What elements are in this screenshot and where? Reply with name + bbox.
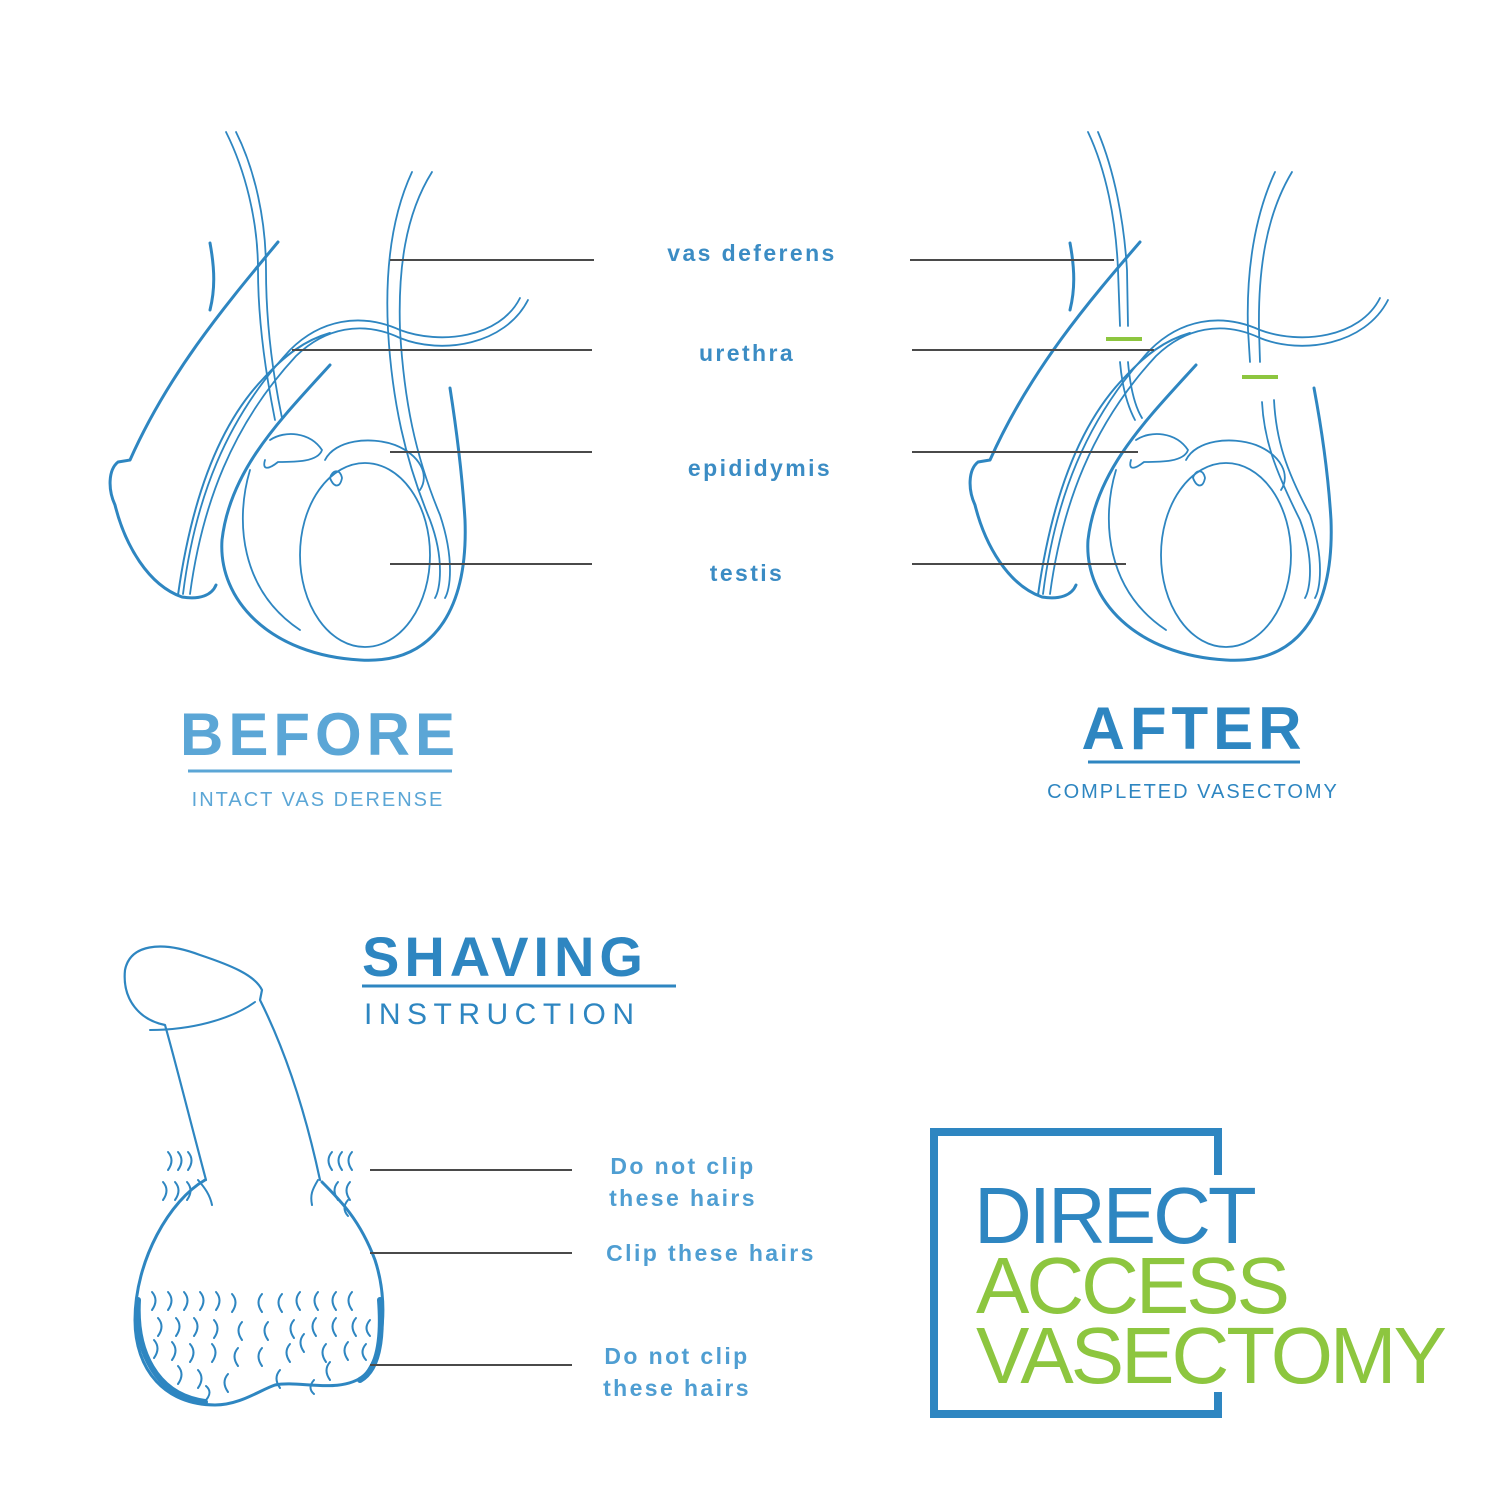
after-testis <box>1160 462 1292 648</box>
logo-line-direct: DIRECT <box>974 1171 1257 1260</box>
shaving-label-top: Do not clip these hairs <box>609 1150 757 1214</box>
after-testis-head <box>1192 470 1206 487</box>
after-vas-right-upper <box>1246 171 1276 363</box>
after-vas-left-upper-inner <box>1097 131 1129 327</box>
before-testis-head <box>329 470 343 487</box>
after-title: AFTER <box>1081 695 1307 762</box>
before-epididymis-left <box>263 433 323 469</box>
shaving-base-tuck <box>197 1179 319 1206</box>
logo-frame <box>930 1128 1222 1418</box>
label-vas-deferens: vas deferens <box>667 240 837 266</box>
after-epididymis <box>1185 439 1286 491</box>
shaving-diagram <box>123 945 385 1407</box>
before-subtitle: INTACT VAS DERENSE <box>191 789 445 811</box>
logo-line-vasectomy: VASECTOMY <box>976 1311 1447 1400</box>
shaving-leader-lines <box>370 1169 572 1366</box>
anatomy-leader-lines <box>292 259 1154 565</box>
shaving-label-bottom: Do not clip these hairs <box>603 1340 751 1404</box>
shaving-hair-strokes <box>151 1151 371 1401</box>
before-title: BEFORE <box>179 701 461 768</box>
after-vas-left-lower-inner <box>1127 361 1143 419</box>
before-urethra-inner <box>189 299 529 595</box>
after-urethra-inner <box>1049 299 1389 595</box>
label-epididymis: epididymis <box>687 455 833 481</box>
after-vas-left-upper <box>1087 131 1121 327</box>
shaving-penis-glans-line <box>149 1001 256 1031</box>
before-scrotum-left <box>241 469 301 631</box>
before-vas-left-inner <box>235 131 283 419</box>
shaving-label-top-line2: these hairs <box>609 1185 757 1211</box>
after-penis-inner <box>1037 332 1191 596</box>
shaving-label-middle: Clip these hairs <box>606 1240 816 1266</box>
shaving-scrotum-fill-edge-right <box>357 1297 384 1383</box>
before-vas-right-inner <box>398 171 451 599</box>
before-epididymis <box>324 439 425 491</box>
after-epididymis-left <box>1129 433 1189 469</box>
shaving-label-bottom-line1: Do not clip <box>604 1343 750 1369</box>
before-urethra <box>182 297 521 595</box>
after-vas-right-lower <box>1261 401 1311 599</box>
shaving-label-bottom-line2: these hairs <box>603 1375 751 1401</box>
before-scrotum <box>220 363 467 662</box>
shaving-label-top-line1: Do not clip <box>610 1153 756 1179</box>
before-penis-back <box>208 241 216 312</box>
before-penis-inner <box>177 332 331 596</box>
label-urethra: urethra <box>698 340 796 366</box>
after-vas-right-upper-inner <box>1258 171 1293 363</box>
after-anatomy-diagram <box>968 131 1389 662</box>
after-scrotum <box>1086 363 1333 662</box>
label-testis: testis <box>709 560 785 586</box>
after-subtitle: COMPLETED VASECTOMY <box>1047 781 1339 803</box>
after-penis-outline <box>968 240 1142 600</box>
shaving-title: SHAVING <box>362 925 648 988</box>
before-penis-outline <box>108 240 280 600</box>
after-vas-left-lower <box>1119 361 1136 421</box>
before-testis <box>299 462 431 648</box>
before-vas-right <box>386 171 441 599</box>
after-urethra <box>1042 297 1381 595</box>
after-scrotum-left <box>1107 469 1167 631</box>
after-penis-back <box>1068 241 1076 312</box>
before-vas-left <box>225 131 276 421</box>
shaving-penis-outline <box>123 945 322 1182</box>
after-vas-right-lower-inner <box>1273 399 1321 599</box>
logo-line-access: ACCESS <box>976 1241 1290 1330</box>
shaving-scrotum-fill-edge <box>134 1297 208 1405</box>
shaving-subtitle: INSTRUCTION <box>364 998 641 1031</box>
before-anatomy-diagram <box>108 131 529 662</box>
